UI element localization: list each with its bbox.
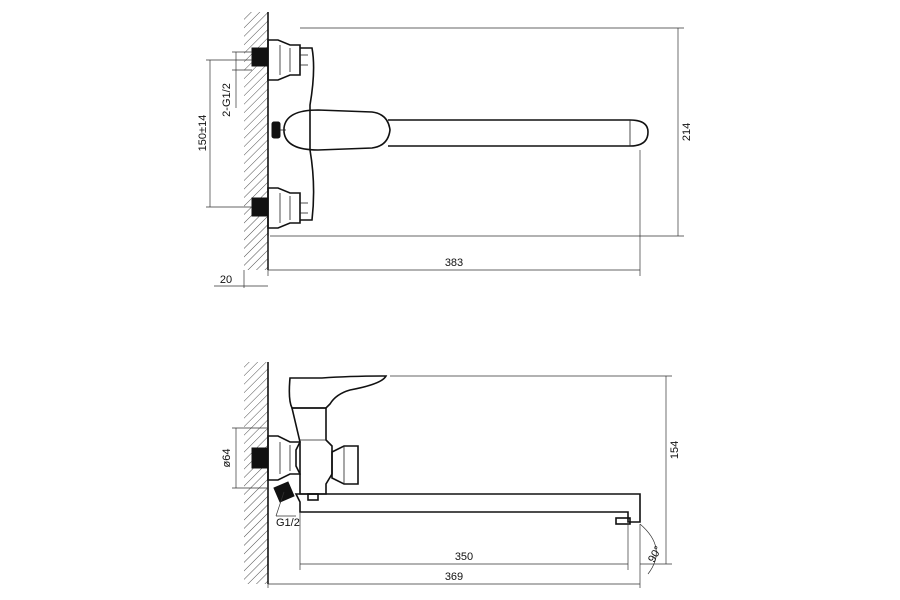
diverter-knob [331,445,359,485]
dim-total-length: 369 [267,524,641,588]
side-view: ø64 G1/2 154 350 369 [221,362,681,588]
label-center-distance: 150±14 [197,115,209,152]
dim-rotation-angle: 90° [639,523,665,575]
upper-inlet-connector [251,39,308,81]
dim-thread-side: G1/2 [275,491,300,529]
label-height-front: 214 [681,123,693,141]
label-wall-offset: 20 [220,274,232,286]
label-height-side: 154 [669,441,681,459]
label-diameter: ø64 [221,449,233,468]
dim-height-front: 214 [270,27,693,237]
lever-handle-side [288,375,388,409]
label-total-length: 369 [445,571,463,583]
aerator [615,517,631,525]
mixer-body-front [300,47,315,221]
dim-diameter: ø64 [221,427,268,489]
dim-length-front: 383 [267,150,641,276]
mixer-body-side [290,407,333,495]
lever-handle-front [283,109,391,151]
spout-front [388,119,649,147]
label-length-front: 383 [445,257,463,269]
label-thread-front: 2-G1/2 [221,83,233,117]
front-view: 2-G1/2 150±14 214 383 20 [197,12,693,288]
label-spout-length: 350 [455,551,473,563]
dim-wall-offset: 20 [214,270,268,288]
dim-spout-length: 350 [299,512,629,570]
label-thread-side: G1/2 [276,517,300,529]
dim-height-side: 154 [390,375,681,565]
side-wall-hatch [244,362,268,584]
spout-side [294,493,641,523]
dim-center-distance: 150±14 [197,59,252,208]
outlet-nut [307,493,319,501]
dim-thread-front: 2-G1/2 [221,51,252,117]
label-rotation-angle: 90° [646,544,665,564]
lever-knob [271,121,281,139]
